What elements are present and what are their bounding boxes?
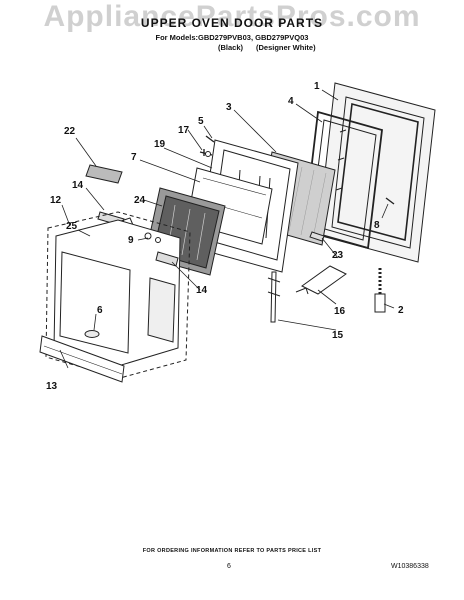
callout-6: 6 <box>97 305 103 316</box>
callout-22: 22 <box>64 126 76 137</box>
callout-14-lower: 14 <box>196 285 208 296</box>
callout-25: 25 <box>66 221 78 232</box>
document-number: W10386338 <box>391 563 429 570</box>
callout-8: 8 <box>374 220 380 231</box>
callout-23: 23 <box>332 250 344 261</box>
callout-9: 9 <box>128 235 134 246</box>
part-22-bracket <box>85 164 123 184</box>
callout-24: 24 <box>134 195 146 206</box>
callout-12: 12 <box>50 195 62 206</box>
callout-7: 7 <box>131 152 137 163</box>
callout-17: 17 <box>178 125 190 136</box>
callout-2: 2 <box>398 305 404 316</box>
leader-lines <box>59 89 395 369</box>
callout-19: 19 <box>154 139 166 150</box>
part-12-door-assembly <box>45 211 191 379</box>
part-23-clip <box>309 231 325 242</box>
callout-15: 15 <box>332 330 344 341</box>
part-13-bottom-trim <box>39 335 125 383</box>
callout-13: 13 <box>46 381 58 392</box>
variant-white-label: (Designer White) <box>256 43 316 52</box>
door-panel <box>53 219 181 367</box>
callout-5: 5 <box>198 116 204 127</box>
part-16-hinge-bar <box>295 265 347 295</box>
part-8-screw <box>385 197 395 205</box>
callout-14-top: 14 <box>72 180 84 191</box>
callout-1: 1 <box>314 81 320 92</box>
model-list: For Models:GBD279PVB03, GBD279PVQ03 <box>155 33 309 42</box>
part-5-screw <box>205 135 215 143</box>
part-6-logo-badge <box>84 330 100 338</box>
variant-black-label: (Black) <box>218 43 244 52</box>
part-9-screws <box>144 232 161 243</box>
callout-4: 4 <box>288 96 294 107</box>
part-2-spring <box>374 268 386 313</box>
ordering-note: FOR ORDERING INFORMATION REFER TO PARTS … <box>142 548 322 554</box>
page-title: UPPER OVEN DOOR PARTS <box>140 16 324 30</box>
page-number: 6 <box>227 563 231 570</box>
callout-3: 3 <box>226 102 232 113</box>
part-15-hinge <box>267 271 281 323</box>
callout-16: 16 <box>334 306 346 317</box>
